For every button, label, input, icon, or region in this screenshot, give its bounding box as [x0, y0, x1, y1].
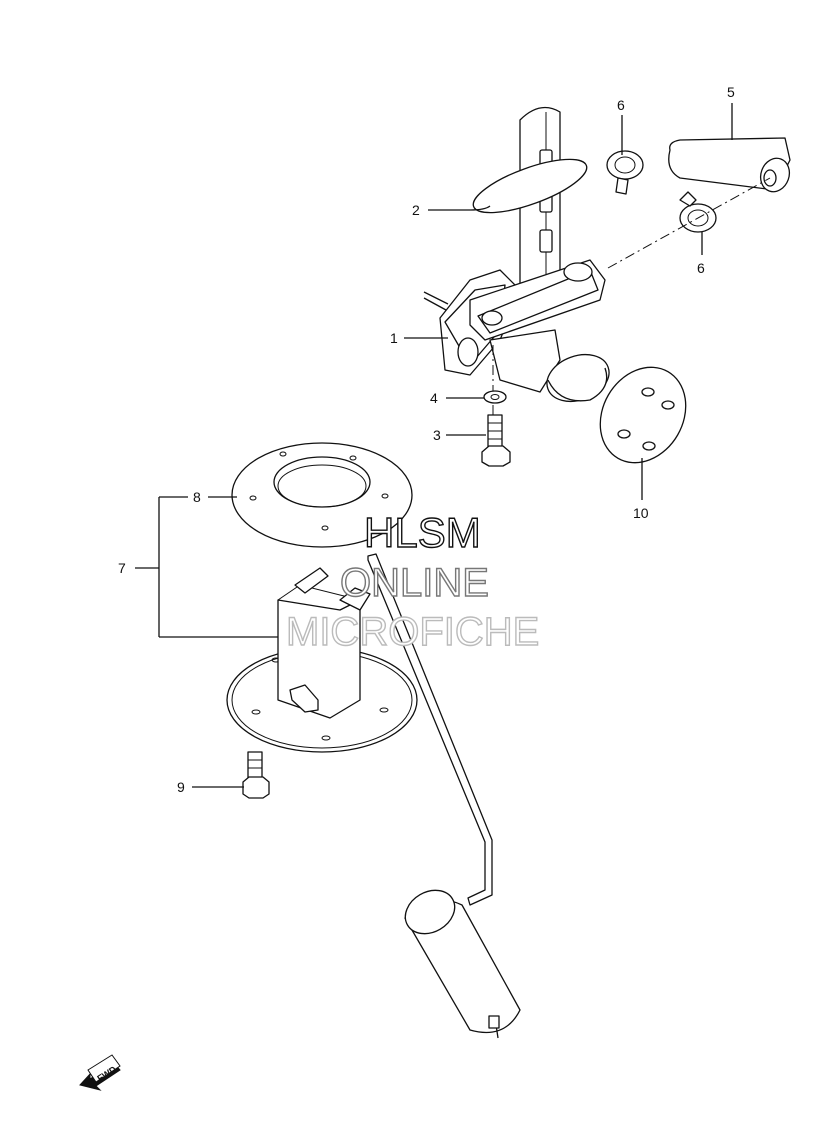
callout-7: 7: [118, 560, 126, 576]
part-3-screw: [481, 414, 511, 467]
part-9-screw: [242, 751, 270, 799]
callout-8: 8: [193, 489, 201, 505]
leader-lines: [135, 103, 733, 788]
callout-6-lower: 6: [697, 260, 705, 276]
part-8-gasket: [231, 442, 413, 548]
part-7-fuel-level-gauge: [226, 553, 521, 1039]
callout-5: 5: [727, 84, 735, 100]
part-10-cover-plate: [599, 366, 687, 464]
part-6-hose-clamp-lower: [679, 191, 717, 233]
callout-4: 4: [430, 390, 438, 406]
callout-2: 2: [412, 202, 420, 218]
forward-direction-arrow: FWD: [79, 1054, 121, 1091]
part-2-gauge-plate: [472, 106, 588, 301]
part-4-washer: [483, 390, 507, 404]
part-5-fuel-hose: [668, 137, 791, 193]
callout-10: 10: [633, 505, 649, 521]
watermark-line-1: HLSM: [364, 509, 481, 556]
callout-1: 1: [390, 330, 398, 346]
callout-6-upper: 6: [617, 97, 625, 113]
centerline-outlet: [607, 177, 771, 269]
part-1-fuel-valve: [423, 259, 610, 403]
watermark-line-2: ONLINE: [340, 561, 489, 605]
part-6-hose-clamp-upper: [606, 150, 644, 195]
watermark-line-3: MICROFICHE: [286, 610, 539, 654]
callout-3: 3: [433, 427, 441, 443]
callout-9: 9: [177, 779, 185, 795]
